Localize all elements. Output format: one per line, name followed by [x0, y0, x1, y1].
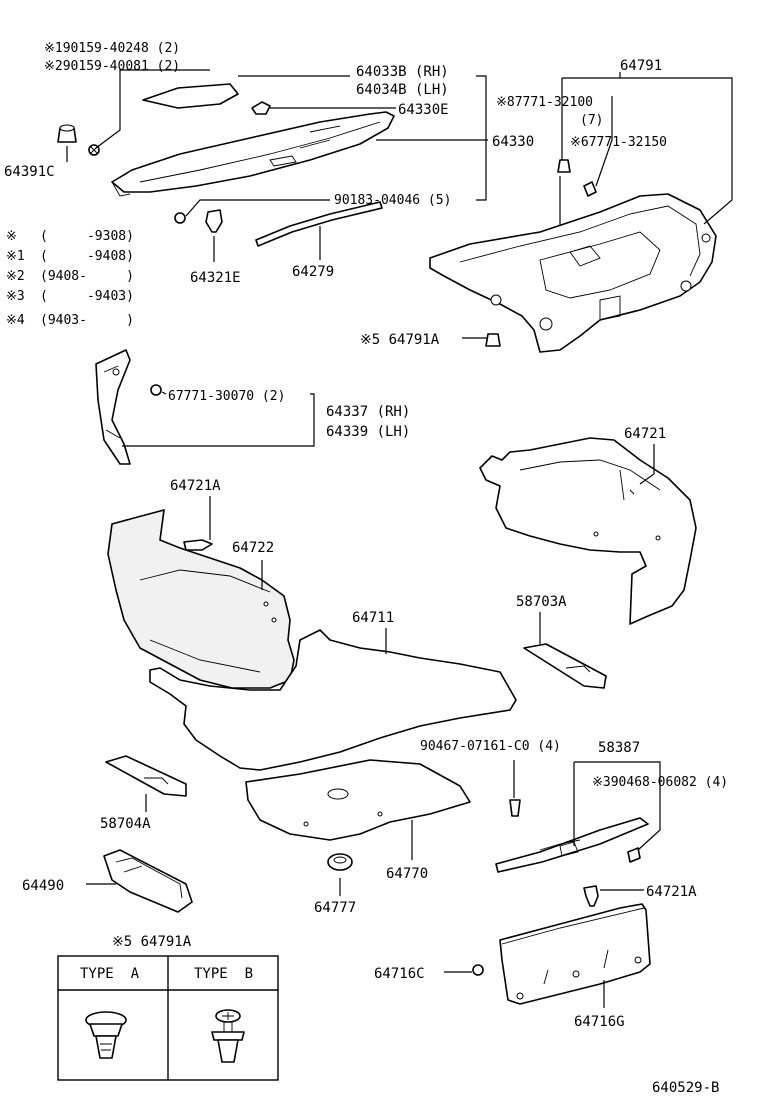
clip-64716c — [472, 964, 484, 976]
tray-cover-64033b — [142, 83, 239, 109]
label-67771-32150: ※67771-32150 — [570, 135, 667, 150]
legend-range: ( -9308) — [40, 229, 134, 244]
label-90183: 90183-04046 (5) — [334, 193, 451, 208]
rear-panel-group — [472, 885, 651, 1005]
label-64777: 64777 — [314, 900, 356, 916]
year-legend: ※ ( -9308) ※1 ( -9408) ※2 (9408- ) ※3 ( … — [6, 229, 134, 328]
label-87771: ※87771-32100 — [496, 95, 593, 110]
label-64034b: 64034B (LH) — [356, 82, 449, 98]
table-col-type-a: TYPE A — [80, 966, 140, 982]
side-trim-lh-group — [107, 509, 295, 689]
side-trim-rh-group — [479, 437, 697, 625]
label-64716g: 64716G — [574, 1014, 625, 1030]
legend-range: ( -9403) — [40, 289, 134, 304]
legend-mark: ※3 — [6, 289, 25, 304]
clip-64721a — [183, 539, 213, 551]
label-58704a: 58704A — [100, 816, 151, 832]
label-64330: 64330 — [492, 134, 534, 150]
label-90159-1: ※190159-40248 (2) — [44, 41, 180, 56]
label-64279: 64279 — [292, 264, 334, 280]
clip-64791a — [485, 333, 501, 347]
label-64721a: 64721A — [170, 478, 221, 494]
storage-box-64490 — [103, 849, 193, 913]
label-90159-2: ※290159-40081 (2) — [44, 59, 180, 74]
table-title: ※5 64791A — [112, 934, 192, 950]
mat-64770 — [245, 759, 471, 841]
label-64033b: 64033B (RH) — [356, 64, 449, 80]
trunk-mat-group — [149, 629, 517, 871]
legend-range: ( -9408) — [40, 249, 134, 264]
part-labels: ※190159-40248 (2) ※290159-40081 (2) 6403… — [4, 41, 728, 1096]
clip-67771-30070 — [150, 384, 162, 396]
label-64721: 64721 — [624, 426, 666, 442]
label-64722: 64722 — [232, 540, 274, 556]
label-58387: 58387 — [598, 740, 640, 756]
clip-type-table: ※5 64791A TYPE A TYPE B — [57, 934, 279, 1081]
panel-58703a — [523, 643, 607, 689]
legend-mark: ※ — [6, 229, 17, 244]
package-tray-group — [57, 83, 395, 247]
clip-type-a-icon — [85, 1011, 127, 1059]
diagram-code: 640529-B — [652, 1080, 719, 1096]
side-trim-64722 — [107, 509, 295, 689]
storage-box-group — [103, 849, 193, 913]
trunk-lid-lining-64791 — [429, 193, 717, 353]
clip-64330e — [251, 101, 271, 115]
legend-mark: ※1 — [6, 249, 25, 264]
sill-plate-58387 — [495, 817, 649, 873]
quarter-trim-64337 — [95, 349, 131, 465]
label-64490: 64490 — [22, 878, 64, 894]
label-64330e: 64330E — [398, 102, 449, 118]
label-64791: 64791 — [620, 58, 662, 74]
package-tray-64330 — [111, 111, 395, 193]
table-col-type-b: TYPE B — [194, 966, 253, 982]
clip-64321e — [205, 209, 223, 233]
label-90468: ※390468-06082 (4) — [592, 775, 728, 790]
clip-type-b-icon — [211, 1009, 245, 1063]
label-67771-30070: 67771-30070 (2) — [168, 389, 285, 404]
rear-panel-64716g — [499, 903, 651, 1005]
sill-plate-group — [495, 799, 649, 873]
legend-mark: ※2 — [6, 269, 25, 284]
trunk-lid-lining-group — [429, 159, 717, 353]
label-87771-qty: (7) — [580, 113, 603, 128]
legend-range: (9408- ) — [40, 269, 134, 284]
label-64391c: 64391C — [4, 164, 55, 180]
screw-90467 — [509, 799, 521, 817]
label-90467: 90467-07161-C0 (4) — [420, 739, 561, 754]
clip-64721a-lower — [583, 885, 599, 907]
clip-90183 — [174, 212, 186, 224]
label-64721a-lower: 64721A — [646, 884, 697, 900]
side-trim-64721 — [479, 437, 697, 625]
label-58703a: 58703A — [516, 594, 567, 610]
label-64791a: ※5 64791A — [360, 332, 440, 348]
clip-90468 — [627, 847, 641, 863]
legend-mark: ※4 — [6, 313, 25, 328]
label-64711: 64711 — [352, 610, 394, 626]
label-64770: 64770 — [386, 866, 428, 882]
label-64716c: 64716C — [374, 966, 425, 982]
quarter-trim-group — [95, 349, 162, 465]
panel-58704a — [105, 755, 187, 797]
weatherstrip-64279 — [255, 201, 383, 247]
label-64337: 64337 (RH) — [326, 404, 410, 420]
label-64321e: 64321E — [190, 270, 241, 286]
clip-64777 — [327, 853, 353, 871]
label-64339: 64339 (LH) — [326, 424, 410, 440]
leader-lines — [66, 69, 733, 1008]
trunk-mat-64711 — [149, 629, 517, 771]
legend-range: (9403- ) — [40, 313, 134, 328]
clip-67771-32150 — [583, 181, 597, 197]
clip-87771 — [557, 159, 571, 173]
